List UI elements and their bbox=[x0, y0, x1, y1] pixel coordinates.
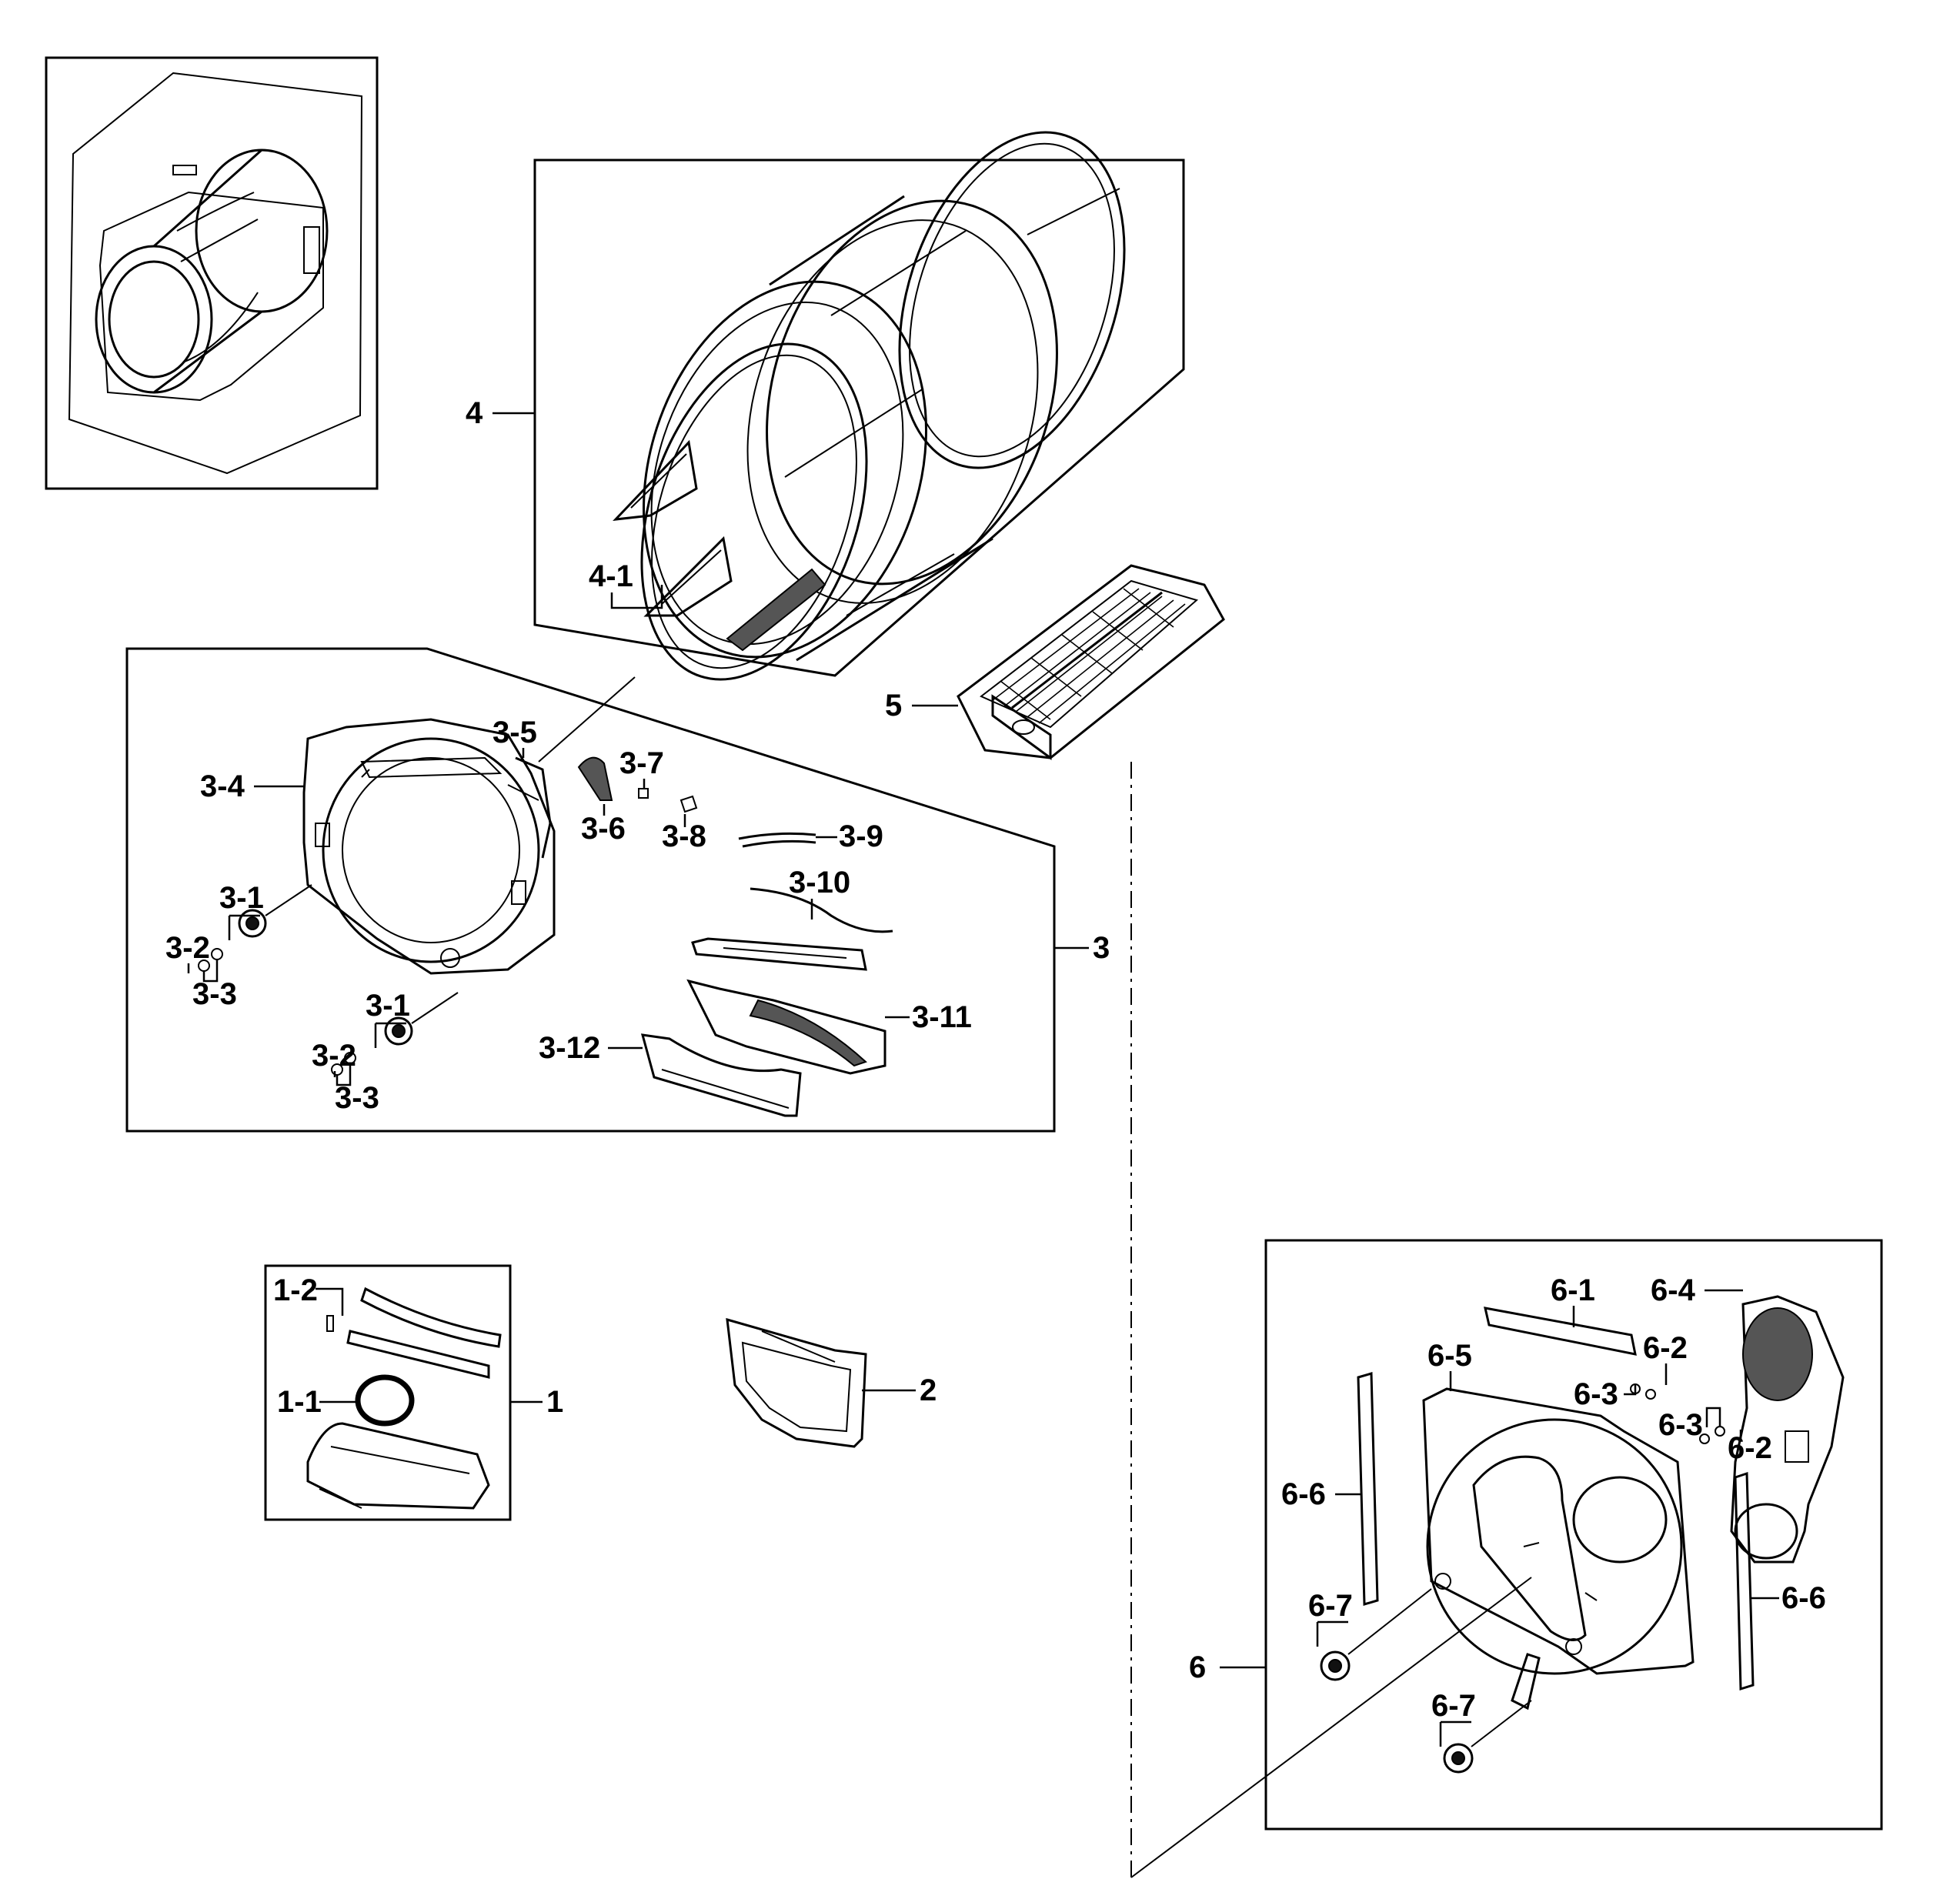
callout-3-12: 3-12 bbox=[539, 1031, 600, 1065]
callout-3-6: 3-6 bbox=[581, 812, 626, 846]
callout-4: 4 bbox=[466, 396, 483, 430]
callout-3-5: 3-5 bbox=[493, 716, 537, 749]
assembled-drum-illustration bbox=[95, 149, 329, 402]
rear-frame-group: 6-1 6-4 6-2 6-3 6-5 6-3 6-2 6-6 6-6 6-7 … bbox=[1130, 1239, 1883, 1878]
callout-6-6a: 6-6 bbox=[1281, 1477, 1326, 1511]
callout-3-7: 3-7 bbox=[619, 746, 664, 780]
assembly-overview-thumbnail bbox=[45, 56, 379, 490]
callout-2: 2 bbox=[920, 1373, 937, 1407]
rollers-6-7 bbox=[1320, 1588, 1532, 1774]
rear-duct-6-4 bbox=[1730, 1295, 1845, 1564]
callout-3: 3 bbox=[1093, 931, 1110, 965]
front-drum-seal bbox=[640, 342, 868, 681]
callout-3-10: 3-10 bbox=[789, 866, 850, 899]
front-frame-group: 3-4 3-5 3-6 3-7 3-8 3-9 3-10 3-11 3-12 3… bbox=[125, 647, 1110, 1133]
callout-3-3b: 3-3 bbox=[335, 1081, 379, 1115]
clip-3-8 bbox=[679, 795, 698, 813]
callout-3-9: 3-9 bbox=[839, 819, 883, 853]
wire-harness-3-9 bbox=[738, 832, 816, 848]
callout-1-1: 1-1 bbox=[277, 1385, 322, 1419]
callout-6-2a: 6-2 bbox=[1643, 1331, 1688, 1365]
callout-6-3a: 6-3 bbox=[1574, 1377, 1618, 1411]
side-rails-6-6 bbox=[1357, 1372, 1755, 1691]
filter-housing-3-11 bbox=[686, 979, 887, 1075]
callout-6-1: 6-1 bbox=[1551, 1273, 1595, 1307]
duct-group: 1-2 1-1 1 bbox=[264, 1264, 563, 1521]
callout-3-4: 3-4 bbox=[200, 769, 245, 803]
sensor-assembly-3-10 bbox=[691, 887, 893, 971]
lint-filter-mesh bbox=[992, 588, 1186, 724]
callout-6-7b: 6-7 bbox=[1431, 1689, 1476, 1723]
drum bbox=[643, 195, 1058, 662]
drum-assembly-group: 4 4-1 bbox=[466, 131, 1185, 681]
callout-6-3b: 6-3 bbox=[1658, 1408, 1703, 1442]
callout-6-7a: 6-7 bbox=[1308, 1589, 1353, 1623]
callout-5: 5 bbox=[885, 689, 902, 723]
door-filter-part: 2 bbox=[726, 1317, 937, 1448]
callout-6: 6 bbox=[1189, 1650, 1206, 1684]
bracket-6-1 bbox=[1484, 1307, 1637, 1356]
duct-seal-1-2 bbox=[360, 1287, 502, 1348]
callout-4-1: 4-1 bbox=[589, 559, 633, 593]
callout-6-2b: 6-2 bbox=[1728, 1431, 1772, 1465]
callout-3-1b: 3-1 bbox=[366, 989, 410, 1023]
callout-3-11: 3-11 bbox=[912, 1000, 972, 1034]
sensor-bracket-3-5 bbox=[515, 756, 552, 859]
drum-lifters bbox=[613, 439, 826, 652]
front-bulkhead-3-4 bbox=[302, 718, 556, 975]
callout-1-2: 1-2 bbox=[273, 1273, 318, 1307]
duct-body bbox=[306, 1422, 490, 1510]
callout-6-6b: 6-6 bbox=[1781, 1581, 1826, 1615]
lint-filter-part: 5 bbox=[885, 564, 1225, 760]
rear-drum-seal bbox=[898, 131, 1126, 469]
lower-bracket-3-12 bbox=[640, 1033, 802, 1117]
switch-3-6 bbox=[577, 756, 613, 801]
callout-3-3a: 3-3 bbox=[192, 977, 237, 1011]
part-3-7 bbox=[638, 788, 649, 799]
callout-1: 1 bbox=[546, 1385, 563, 1419]
callout-3-1a: 3-1 bbox=[219, 881, 264, 915]
ring-1-1 bbox=[355, 1374, 415, 1427]
callout-6-4: 6-4 bbox=[1651, 1273, 1696, 1307]
drum-rollers-3-1 bbox=[238, 884, 459, 1046]
rear-bulkhead-6-5 bbox=[1422, 1387, 1695, 1675]
sensor-tube bbox=[1511, 1653, 1541, 1710]
callout-3-2a: 3-2 bbox=[165, 931, 210, 965]
callout-6-5: 6-5 bbox=[1427, 1339, 1472, 1373]
callout-3-2b: 3-2 bbox=[312, 1039, 356, 1073]
